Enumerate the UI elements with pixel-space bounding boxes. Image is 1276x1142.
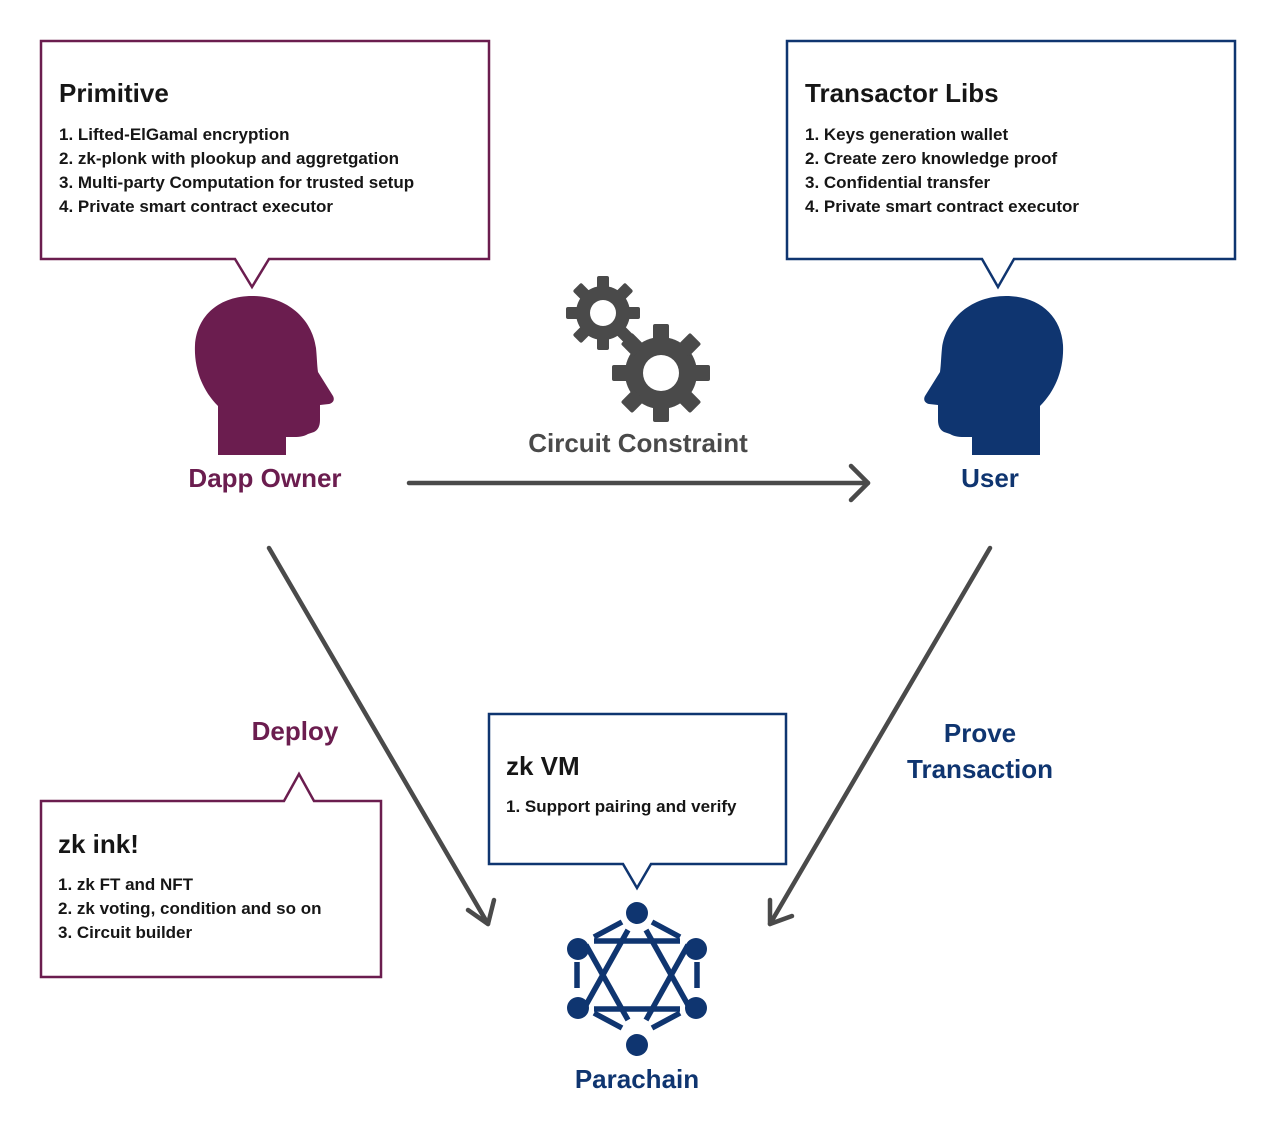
- transactor-libs-item: 3. Confidential transfer: [805, 173, 991, 192]
- zk-ink-list: 1. zk FT and NFT 2. zk voting, condition…: [58, 873, 322, 945]
- transactor-libs-callout-frame: [785, 39, 1237, 290]
- primitive-item: 1. Lifted-ElGamal encryption: [59, 125, 290, 144]
- zk-ink-callout-frame: [39, 771, 383, 979]
- dapp-owner-head-icon: [194, 296, 334, 455]
- transactor-libs-item: 1. Keys generation wallet: [805, 125, 1009, 144]
- user-head-icon: [924, 296, 1064, 455]
- parachain-network-icon: [567, 902, 707, 1056]
- prove-transaction-arrow: [767, 545, 993, 927]
- circuit-constraint-label: Circuit Constraint: [528, 428, 748, 458]
- primitive-item: 2. zk-plonk with plookup and aggretgatio…: [59, 149, 399, 168]
- transactor-libs-title: Transactor Libs: [805, 78, 999, 108]
- transactor-libs-item: 4. Private smart contract executor: [805, 197, 1080, 216]
- transactor-libs-list: 1. Keys generation wallet 2. Create zero…: [805, 123, 1079, 219]
- zk-ink-title: zk ink!: [58, 829, 139, 859]
- zk-ink-item: 1. zk FT and NFT: [58, 875, 194, 894]
- zk-vm-title: zk VM: [506, 751, 580, 781]
- gears-icon: [566, 276, 710, 422]
- primitive-callout-frame: [39, 39, 491, 290]
- parachain-label: Parachain: [574, 1064, 700, 1094]
- zk-ink-item: 3. Circuit builder: [58, 923, 193, 942]
- primitive-item: 3. Multi-party Computation for trusted s…: [59, 173, 415, 192]
- primitive-item: 4. Private smart contract executor: [59, 197, 334, 216]
- user-label: User: [961, 463, 1019, 493]
- prove-transaction-label-line2: Transaction: [907, 754, 1053, 784]
- primitive-list: 1. Lifted-ElGamal encryption 2. zk-plonk…: [59, 123, 414, 219]
- deploy-arrow: [266, 545, 497, 927]
- zk-vm-callout-frame: [487, 712, 788, 891]
- primitive-title: Primitive: [59, 78, 169, 108]
- zk-vm-item: 1. Support pairing and verify: [506, 797, 737, 816]
- transactor-libs-item: 2. Create zero knowledge proof: [805, 149, 1058, 168]
- circuit-constraint-arrow: [406, 463, 871, 503]
- deploy-label: Deploy: [251, 716, 339, 746]
- zk-ink-item: 2. zk voting, condition and so on: [58, 899, 322, 918]
- dapp-owner-label: Dapp Owner: [188, 463, 342, 493]
- zk-vm-list: 1. Support pairing and verify: [506, 795, 736, 819]
- prove-transaction-label-line1: Prove: [943, 718, 1017, 748]
